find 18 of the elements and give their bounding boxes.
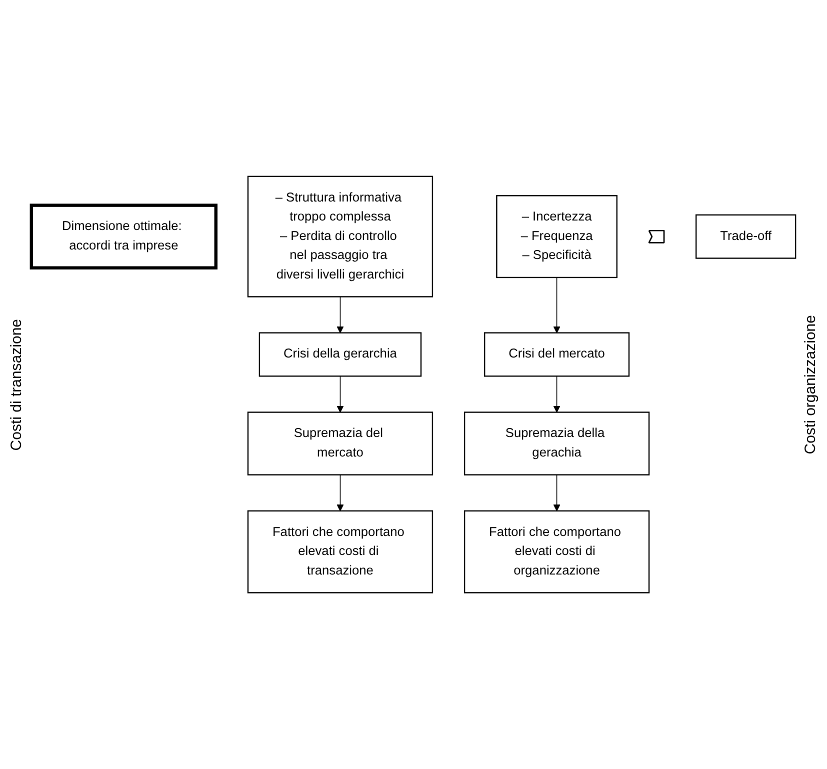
- node-box: Supremazia della gerachia: [464, 412, 650, 476]
- node-box: Crisi della gerarchia: [258, 332, 422, 377]
- arrow: [553, 376, 560, 412]
- arrow: [336, 474, 344, 512]
- arrow: [553, 474, 560, 512]
- axis-caption: Costi di transazione: [8, 318, 25, 450]
- arrow: [553, 277, 560, 334]
- node-box: Supremazia del mercato: [247, 412, 434, 476]
- node-box: Trade-off: [696, 214, 796, 259]
- node-box: – Struttura informativa troppo complessa – Perdita di controllo nel passaggio tra diversi livelli gerarchici: [247, 176, 434, 298]
- arrow: [336, 296, 344, 334]
- node-box: Dimensione ottimale: accordi tra imprese: [30, 204, 218, 270]
- node-box: Fattori che comportano elevati costi di transazione: [247, 510, 434, 594]
- axis-caption: Costi organizzazione: [802, 314, 819, 454]
- node-box: Crisi del mercato: [484, 332, 630, 377]
- node-box: – Incertezza – Frequenza – Specificità: [496, 195, 618, 278]
- arrow: [336, 376, 344, 412]
- node-box: Fattori che comportano elevati costi di organizzazione: [464, 510, 650, 594]
